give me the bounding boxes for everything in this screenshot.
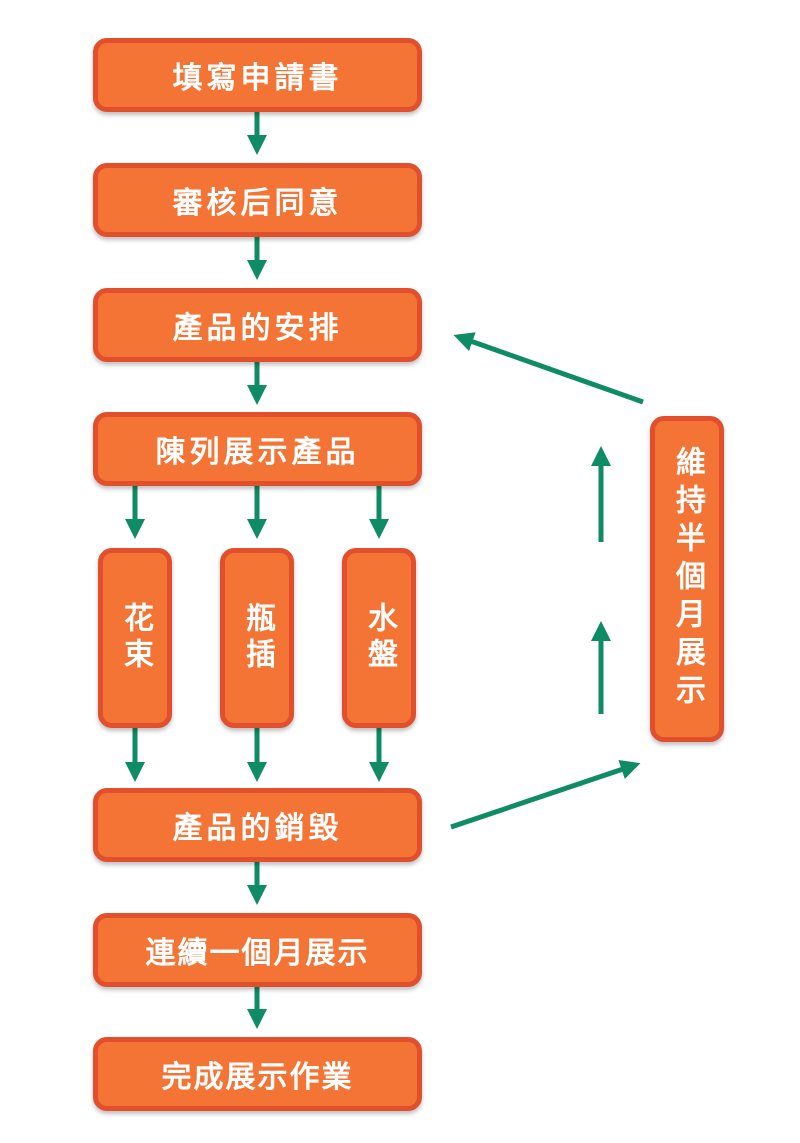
one-month-display-label: 連續一個月展示 bbox=[145, 936, 370, 971]
half-month-display-label: 維持半個月展示 bbox=[670, 446, 705, 712]
review-approve-box: 審核后同意 bbox=[93, 163, 422, 237]
display-products-label: 陳列展示產品 bbox=[155, 435, 360, 470]
arrow-destroy-to-maintain bbox=[450, 760, 641, 830]
review-approve-label: 審核后同意 bbox=[172, 186, 343, 221]
arrange-products-box: 產品的安排 bbox=[93, 288, 422, 362]
complete-display-label: 完成展示作業 bbox=[161, 1060, 354, 1095]
destroy-products-label: 產品的銷毀 bbox=[172, 811, 343, 846]
complete-display-box: 完成展示作業 bbox=[93, 1037, 422, 1111]
vase-arrangement-box: 瓶插 bbox=[220, 548, 294, 728]
destroy-products-box: 產品的銷毀 bbox=[93, 788, 422, 862]
arrange-products-label: 產品的安排 bbox=[172, 311, 343, 346]
fill-application-label: 填寫申請書 bbox=[172, 61, 343, 96]
bouquet-box: 花束 bbox=[98, 548, 172, 728]
water-basin-box: 水盤 bbox=[342, 548, 416, 728]
half-month-display-box: 維持半個月展示 bbox=[650, 416, 724, 742]
one-month-display-box: 連續一個月展示 bbox=[93, 913, 422, 987]
arrow-maintain-to-arrange bbox=[453, 332, 644, 405]
vase-arrangement-label: 瓶插 bbox=[240, 602, 275, 674]
display-products-box: 陳列展示產品 bbox=[93, 412, 422, 486]
bouquet-label: 花束 bbox=[118, 602, 153, 674]
water-basin-label: 水盤 bbox=[362, 602, 397, 674]
fill-application-box: 填寫申請書 bbox=[93, 38, 422, 112]
